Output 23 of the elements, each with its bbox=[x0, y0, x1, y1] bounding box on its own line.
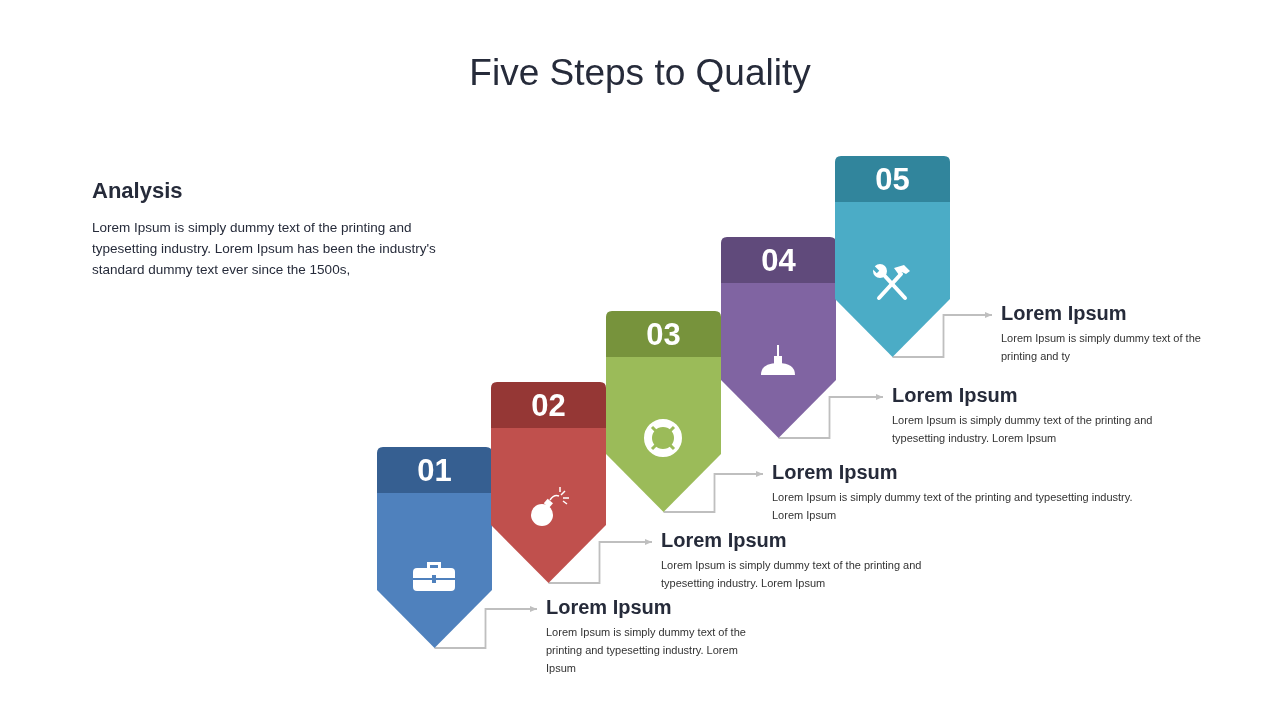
step-heading: Lorem Ipsum bbox=[546, 596, 673, 619]
arrow bbox=[662, 471, 764, 513]
step-description: Lorem Ipsum is simply dummy text of the printing and typesetting industry. Lorem Ipsum bbox=[892, 413, 1154, 446]
step-number: 05 bbox=[875, 162, 910, 197]
step-heading: Lorem Ipsum bbox=[772, 461, 899, 484]
arrow bbox=[547, 539, 653, 584]
step-heading: Lorem Ipsum bbox=[1001, 302, 1128, 325]
step-number: 02 bbox=[531, 388, 566, 423]
analysis-heading: Analysis bbox=[92, 178, 184, 204]
step-number: 01 bbox=[417, 453, 452, 488]
arrow bbox=[777, 394, 884, 439]
step-number: 03 bbox=[646, 317, 681, 352]
step-heading: Lorem Ipsum bbox=[892, 384, 1019, 407]
step-description: Lorem Ipsum is simply dummy text of the printing and typesetting industry. Lorem Ipsum bbox=[661, 558, 923, 591]
step-description: Lorem Ipsum is simply dummy text of the printing and ty bbox=[1001, 331, 1202, 364]
step-number: 04 bbox=[761, 243, 796, 278]
analysis-text: Lorem Ipsum is simply dummy text of the printing and typesetting industry. Lorem Ipsum has been the industry's standard dummy text ever since the 1500s, bbox=[92, 219, 437, 279]
slide-title: Five Steps to Quality bbox=[469, 52, 811, 93]
arrow bbox=[433, 606, 538, 649]
step-heading: Lorem Ipsum bbox=[661, 529, 788, 552]
step-description: Lorem Ipsum is simply dummy text of the printing and typesetting industry. Lorem Ipsum bbox=[772, 490, 1134, 523]
step-description: Lorem Ipsum is simply dummy text of the printing and typesetting industry. Lorem Ipsum bbox=[546, 625, 747, 676]
arrow bbox=[891, 312, 993, 358]
